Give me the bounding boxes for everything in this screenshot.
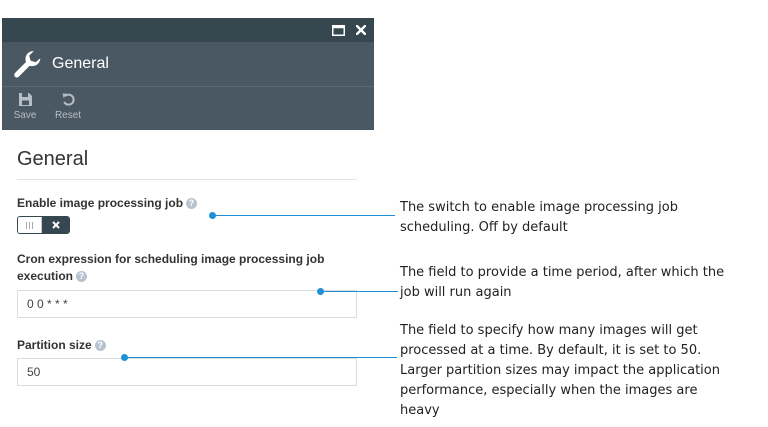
callout-partition: The field to specify how many images wil… — [400, 321, 720, 421]
switch-handle — [18, 217, 42, 233]
callout-line: job will run again — [400, 285, 512, 300]
section-title: General — [17, 148, 89, 170]
maximize-icon[interactable] — [329, 21, 347, 39]
cron-expression-input[interactable]: 0 0 * * * — [17, 290, 357, 318]
cron-label-line2: execution — [17, 269, 74, 283]
callout-line: performance, especially when the images … — [400, 383, 698, 398]
reset-label: Reset — [54, 110, 82, 121]
callout-enable: The switch to enable image processing jo… — [400, 198, 678, 238]
help-icon[interactable]: ? — [76, 271, 88, 283]
toolbar: Save Reset — [2, 86, 374, 130]
callout-line: The switch to enable image processing jo… — [400, 200, 678, 215]
callout-line: processed at a time. By default, it is s… — [400, 343, 702, 358]
callout-connector — [320, 291, 398, 292]
save-icon — [18, 93, 32, 106]
callout-line: scheduling. Off by default — [400, 220, 568, 235]
enable-job-label: Enable image processing job? — [17, 195, 198, 212]
save-button[interactable]: Save — [9, 92, 41, 121]
save-label: Save — [13, 110, 37, 121]
close-icon[interactable] — [352, 21, 370, 39]
cron-expression-label: Cron expression for scheduling image pro… — [17, 251, 324, 285]
partition-size-input[interactable]: 50 — [17, 358, 357, 386]
panel-title: General — [52, 55, 109, 72]
window-titlebar — [2, 18, 374, 42]
enable-job-label-text: Enable image processing job — [17, 196, 184, 210]
enable-job-switch[interactable] — [17, 216, 70, 234]
cron-label-line1: Cron expression for scheduling image pro… — [17, 252, 325, 266]
wrench-icon — [14, 51, 41, 78]
help-icon[interactable]: ? — [186, 198, 198, 210]
help-icon[interactable]: ? — [94, 340, 106, 352]
panel-header: General — [2, 42, 374, 86]
callout-line: Larger partition sizes may impact the ap… — [400, 363, 720, 378]
reset-button[interactable]: Reset — [52, 92, 84, 121]
callout-connector — [124, 357, 397, 358]
callout-line: heavy — [400, 403, 440, 418]
reset-icon — [62, 93, 75, 106]
callout-line: The field to provide a time period, afte… — [400, 265, 725, 280]
switch-off-icon — [42, 217, 69, 233]
section-divider — [17, 179, 357, 180]
callout-line: The field to specify how many images wil… — [400, 323, 698, 338]
callout-connector — [212, 215, 395, 216]
callout-cron: The field to provide a time period, afte… — [400, 263, 724, 303]
partition-size-label: Partition size? — [17, 337, 106, 354]
partition-label-text: Partition size — [17, 338, 92, 352]
